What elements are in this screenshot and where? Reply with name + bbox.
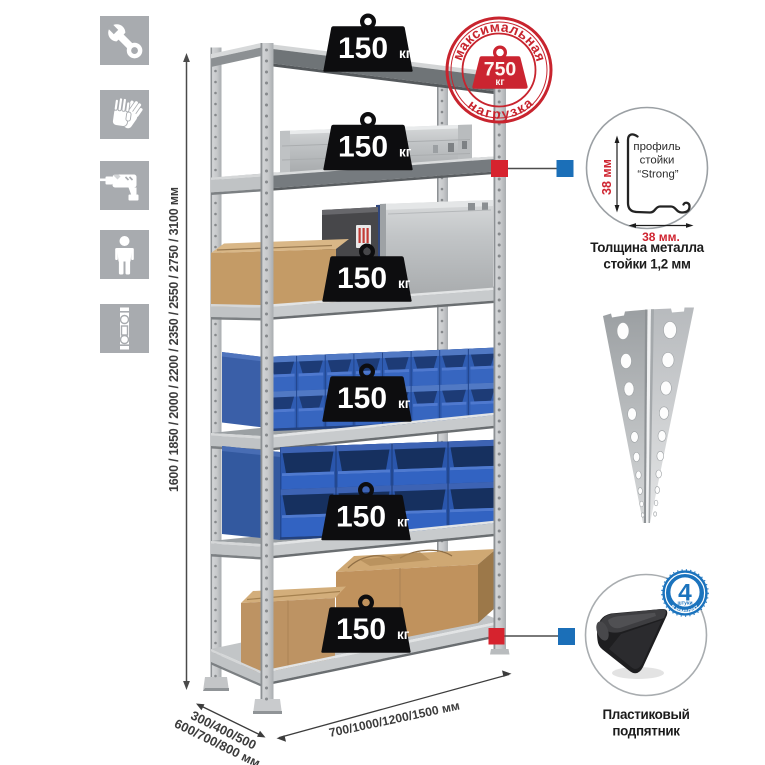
svg-text:4: 4 bbox=[678, 580, 692, 607]
svg-text:750: 750 bbox=[484, 59, 517, 81]
svg-text:профиль: профиль bbox=[633, 141, 680, 153]
svg-text:“Strong”: “Strong” bbox=[637, 169, 678, 181]
svg-text:Толщина металла: Толщина металла bbox=[590, 240, 704, 255]
svg-text:Пластиковый: Пластиковый bbox=[602, 707, 689, 722]
svg-text:подпятник: подпятник bbox=[612, 724, 680, 739]
svg-text:1600 / 1850 / 2000 / 2200 / 23: 1600 / 1850 / 2000 / 2200 / 2350 / 2550 … bbox=[167, 187, 181, 492]
svg-text:штуки: штуки bbox=[677, 601, 692, 607]
svg-text:стойки: стойки bbox=[640, 155, 675, 167]
svg-text:38 мм: 38 мм bbox=[600, 159, 614, 195]
svg-text:стойки 1,2 мм: стойки 1,2 мм bbox=[603, 257, 690, 272]
svg-text:кг: кг bbox=[495, 77, 504, 88]
svg-text:38 мм.: 38 мм. bbox=[642, 230, 680, 244]
